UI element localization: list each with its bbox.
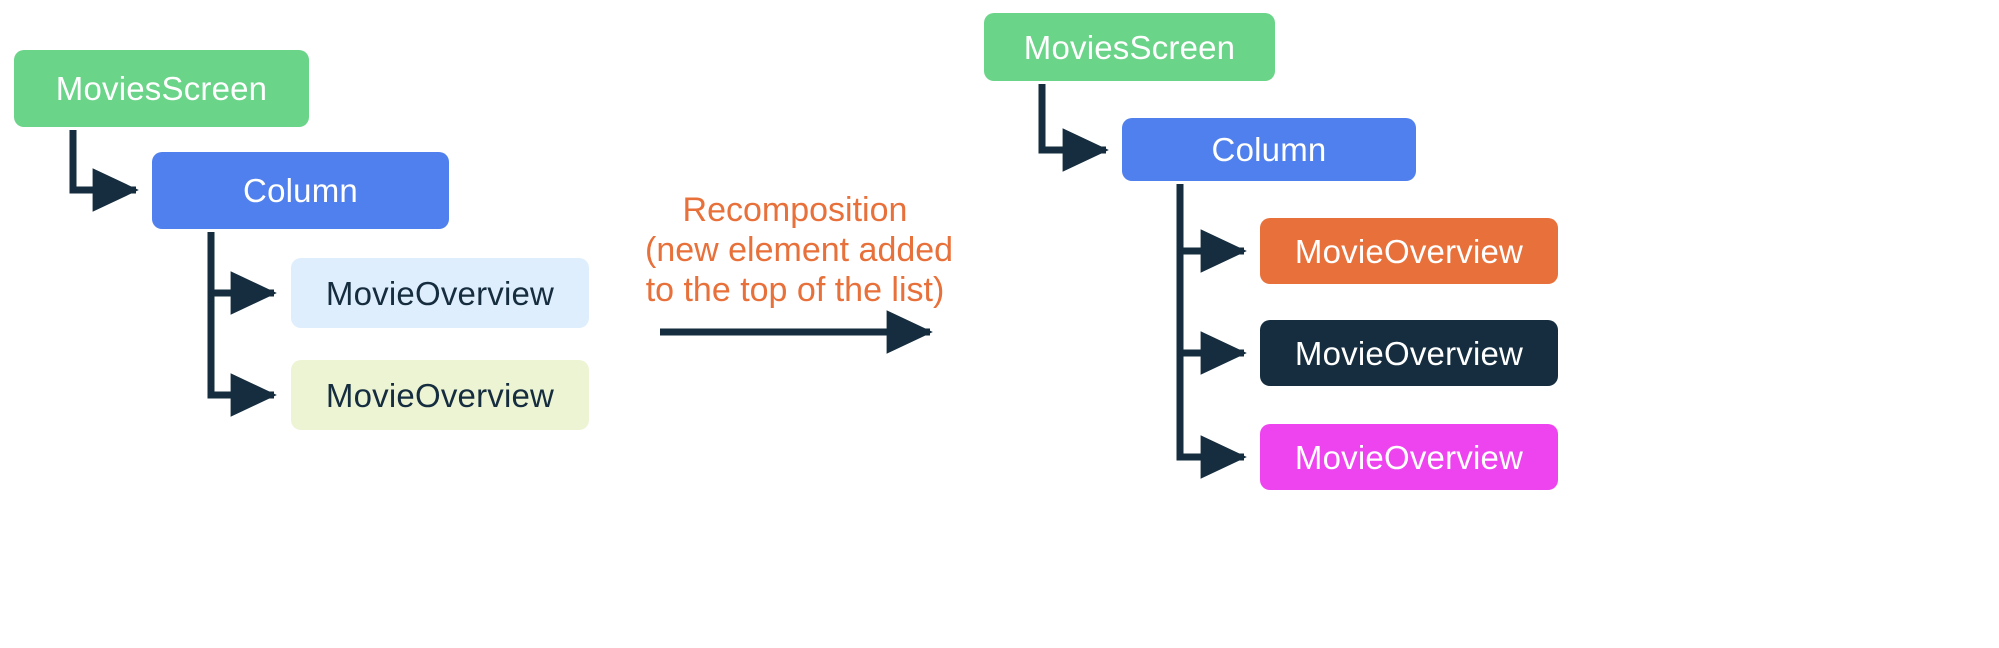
right-node-movie-overview-2-label: MovieOverview: [1294, 334, 1524, 372]
right-node-movie-overview-2[interactable]: MovieOverview: [1260, 320, 1558, 386]
recomposition-caption-line-2: (new element added: [645, 231, 954, 270]
right-node-movie-overview-1-label: MovieOverview: [1294, 232, 1524, 270]
left-node-movies-screen[interactable]: MoviesScreen: [14, 50, 309, 127]
right-connector-column-to-overview-1: [1176, 184, 1247, 273]
left-node-movie-overview-2[interactable]: MovieOverview: [291, 360, 589, 430]
recomposition-caption-line-3: to the top of the list): [645, 271, 945, 310]
left-node-movies-screen-label: MoviesScreen: [55, 70, 268, 107]
right-node-movie-overview-3-label: MovieOverview: [1294, 438, 1524, 476]
right-node-movies-screen[interactable]: MoviesScreen: [984, 13, 1275, 81]
recomposition-caption-line-1: Recomposition: [682, 191, 908, 229]
right-connector-screen-to-column: [1038, 84, 1109, 172]
right-connector-column-to-overview-2: [1176, 184, 1247, 375]
right-node-movies-screen-label: MoviesScreen: [1023, 28, 1236, 66]
left-connector-screen-to-column: [69, 130, 139, 212]
left-connector-column-to-overview-1: [207, 232, 277, 315]
left-connector-column-to-overview-2: [207, 232, 277, 417]
right-node-column[interactable]: Column: [1122, 118, 1416, 181]
right-connector-column-to-overview-3: [1176, 184, 1247, 479]
left-node-movie-overview-1-label: MovieOverview: [325, 274, 555, 312]
right-node-movie-overview-1[interactable]: MovieOverview: [1260, 218, 1558, 284]
recomposition-caption: Recomposition (new element added to the …: [645, 190, 954, 310]
left-node-movie-overview-1[interactable]: MovieOverview: [291, 258, 589, 328]
left-node-column[interactable]: Column: [152, 152, 449, 229]
right-node-column-label: Column: [1211, 131, 1327, 168]
right-node-movie-overview-3[interactable]: MovieOverview: [1260, 424, 1558, 490]
left-node-column-label: Column: [243, 172, 358, 209]
left-node-movie-overview-2-label: MovieOverview: [325, 376, 555, 414]
